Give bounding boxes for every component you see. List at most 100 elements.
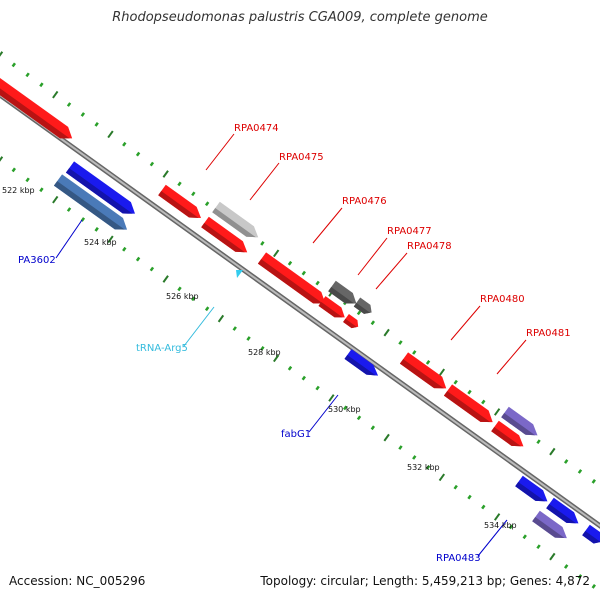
gene-arrow-shade [328,287,357,304]
gene-arrow[interactable] [491,420,524,447]
tick-mark [52,90,59,99]
kbp-label: 528 kbp [248,348,281,357]
callout-line [308,394,339,433]
tick-mark [94,227,99,232]
tick-mark [0,51,4,57]
tick-mark [453,379,458,385]
tick-mark [481,504,486,510]
callout-line [375,252,408,290]
tick-mark [453,484,458,490]
tick-mark [39,82,44,88]
gene-label-rpa0481[interactable]: RPA0481 [526,328,571,339]
tick-mark [94,122,99,127]
gene-label-rpa0483[interactable]: RPA0483 [436,553,481,564]
tick-mark [301,375,306,381]
tick-mark [591,584,596,589]
gene-arrow[interactable] [257,252,326,304]
tick-mark [232,326,237,331]
gene-label-rpa0477[interactable]: RPA0477 [387,226,432,237]
kbp-labels: 522 kbp 524 kbp 526 kbp 528 kbp 530 kbp … [2,186,517,530]
callout-line [477,519,508,557]
tick-mark [162,170,169,178]
gene-label-trna-arg5[interactable]: tRNA-Arg5 [136,343,188,354]
tick-mark [549,552,556,561]
gene-arrow-shade [399,359,447,389]
tick-mark [122,141,127,147]
tick-mark [438,473,446,482]
tick-mark [122,246,127,252]
tick-mark [260,346,265,351]
tick-mark [107,130,114,139]
gene-label-pa3602[interactable]: PA3602 [18,255,56,266]
tick-mark [481,399,486,405]
callout-line [249,162,280,201]
gene-arrow[interactable] [546,497,579,524]
kbp-label: 526 kbp [166,292,199,301]
tick-mark [260,241,265,246]
genome-backbone [0,92,600,529]
gene-label-rpa0474[interactable]: RPA0474 [234,123,279,134]
gene-arrow-shade [582,531,600,544]
gene-arrow[interactable] [212,201,259,238]
tick-mark [287,365,293,371]
tick-mark [52,195,59,204]
tick-mark [39,187,44,193]
tick-mark [107,235,114,244]
gene-labels[interactable]: RPA0474 RPA0475 RPA0476 RPA0477 RPA0478 … [18,123,571,564]
tick-mark [577,469,583,474]
gene-arrow[interactable] [53,174,128,230]
tick-mark [328,394,335,402]
gene-arrow[interactable] [201,216,248,253]
gene-arrow-shade [201,223,248,253]
tick-mark [135,151,141,157]
gene-label-rpa0478[interactable]: RPA0478 [407,241,452,252]
gene-arrow-shade [344,354,379,376]
tick-mark [191,296,196,302]
gene-arrow[interactable] [65,161,135,214]
callout-line [183,306,215,347]
tick-mark [25,177,30,183]
tick-mark [0,156,4,162]
tick-mark [577,574,583,579]
gene-label-rpa0480[interactable]: RPA0480 [480,294,525,305]
gene-arrow-shade [491,427,524,447]
gene-arrow[interactable] [515,475,548,502]
kbp-label: 524 kbp [84,238,117,247]
callout-line [496,339,527,375]
gene-arrow-shade [65,168,135,214]
gene-label-fabg1[interactable]: fabG1 [281,429,311,440]
gene-arrow[interactable] [0,77,73,139]
gene-arrow[interactable] [443,384,493,423]
tick-mark [11,167,16,173]
tick-mark [343,405,348,411]
tick-mark [591,479,596,484]
tick-mark [287,260,293,266]
gene-arrow[interactable] [501,406,538,436]
gene-arrow[interactable] [344,349,379,376]
gene-label-rpa0476[interactable]: RPA0476 [342,196,387,207]
tick-mark [25,72,30,78]
tick-mark [536,544,541,550]
gene-arrow[interactable] [328,280,357,304]
gene-arrow[interactable] [353,297,372,314]
tick-mark [383,328,390,337]
gene-arrow[interactable] [399,352,447,389]
tick-mark [370,425,376,431]
tick-mark [508,524,514,530]
gene-arrow[interactable] [318,296,345,318]
tick-mark [356,310,362,316]
gene-arrow-shade [257,259,326,304]
gene-arrow[interactable] [532,510,567,539]
map-title: Rhodopseudomonas palustris CGA009, compl… [112,10,488,25]
tick-mark [412,350,417,355]
gene-label-rpa0475[interactable]: RPA0475 [279,152,324,163]
callout-lines [55,133,527,557]
gene-arrow-shade [515,482,548,502]
tick-mark [398,340,403,345]
gene-arrow-shade [532,517,567,539]
trna-marker[interactable] [236,270,243,278]
gene-features [0,77,600,544]
gene-arrow[interactable] [158,184,201,218]
tick-mark [80,112,86,117]
